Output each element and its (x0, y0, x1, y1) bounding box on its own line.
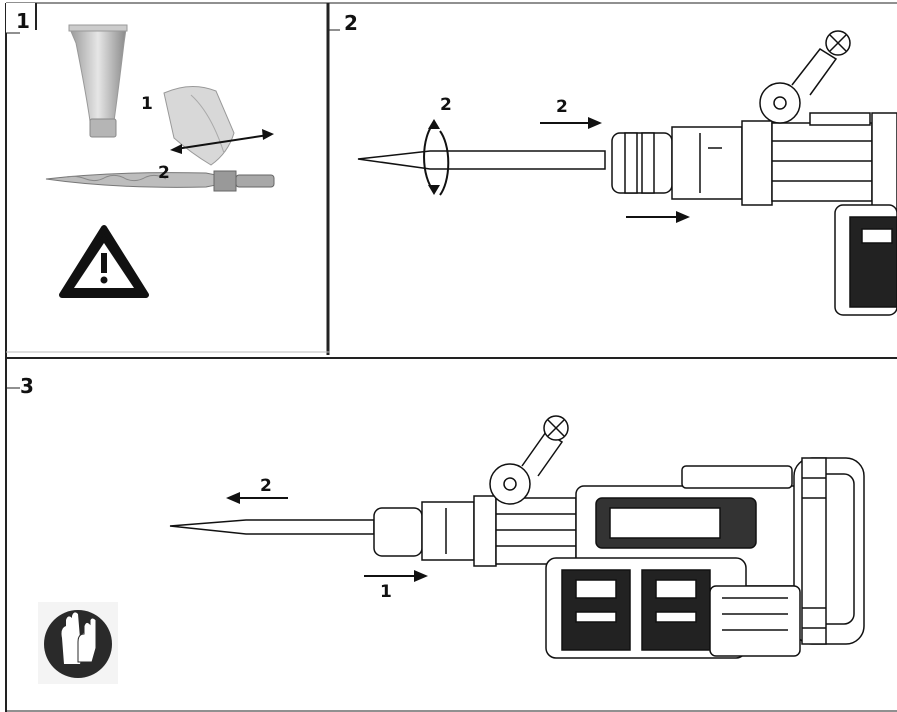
wear-gloves-icon (38, 602, 118, 684)
label-chisel: 2 (158, 163, 170, 183)
grease-spread-illustration (163, 86, 274, 166)
bit-remove-illustration (169, 415, 865, 659)
panel-2: 2 (330, 3, 897, 358)
panel-number: 1 (16, 9, 30, 33)
panel-number: 3 (20, 374, 34, 398)
panel-number: 2 (344, 11, 358, 35)
hammer-chuck (611, 30, 897, 316)
panel-1: 1 1 2 (6, 3, 328, 355)
bit-insert-illustration (357, 30, 897, 316)
label-insert: 2 (556, 97, 568, 117)
label-rotate: 2 (440, 95, 452, 115)
grease-tube-illustration (68, 24, 128, 138)
panel-3: 3 (6, 358, 897, 712)
warning-triangle-icon (59, 225, 149, 298)
label-tube-part: 1 (141, 94, 153, 114)
demolition-hammer (373, 415, 865, 659)
chisel-illustration (45, 170, 275, 192)
label-pull: 2 (260, 476, 272, 496)
label-push: 1 (380, 582, 392, 602)
